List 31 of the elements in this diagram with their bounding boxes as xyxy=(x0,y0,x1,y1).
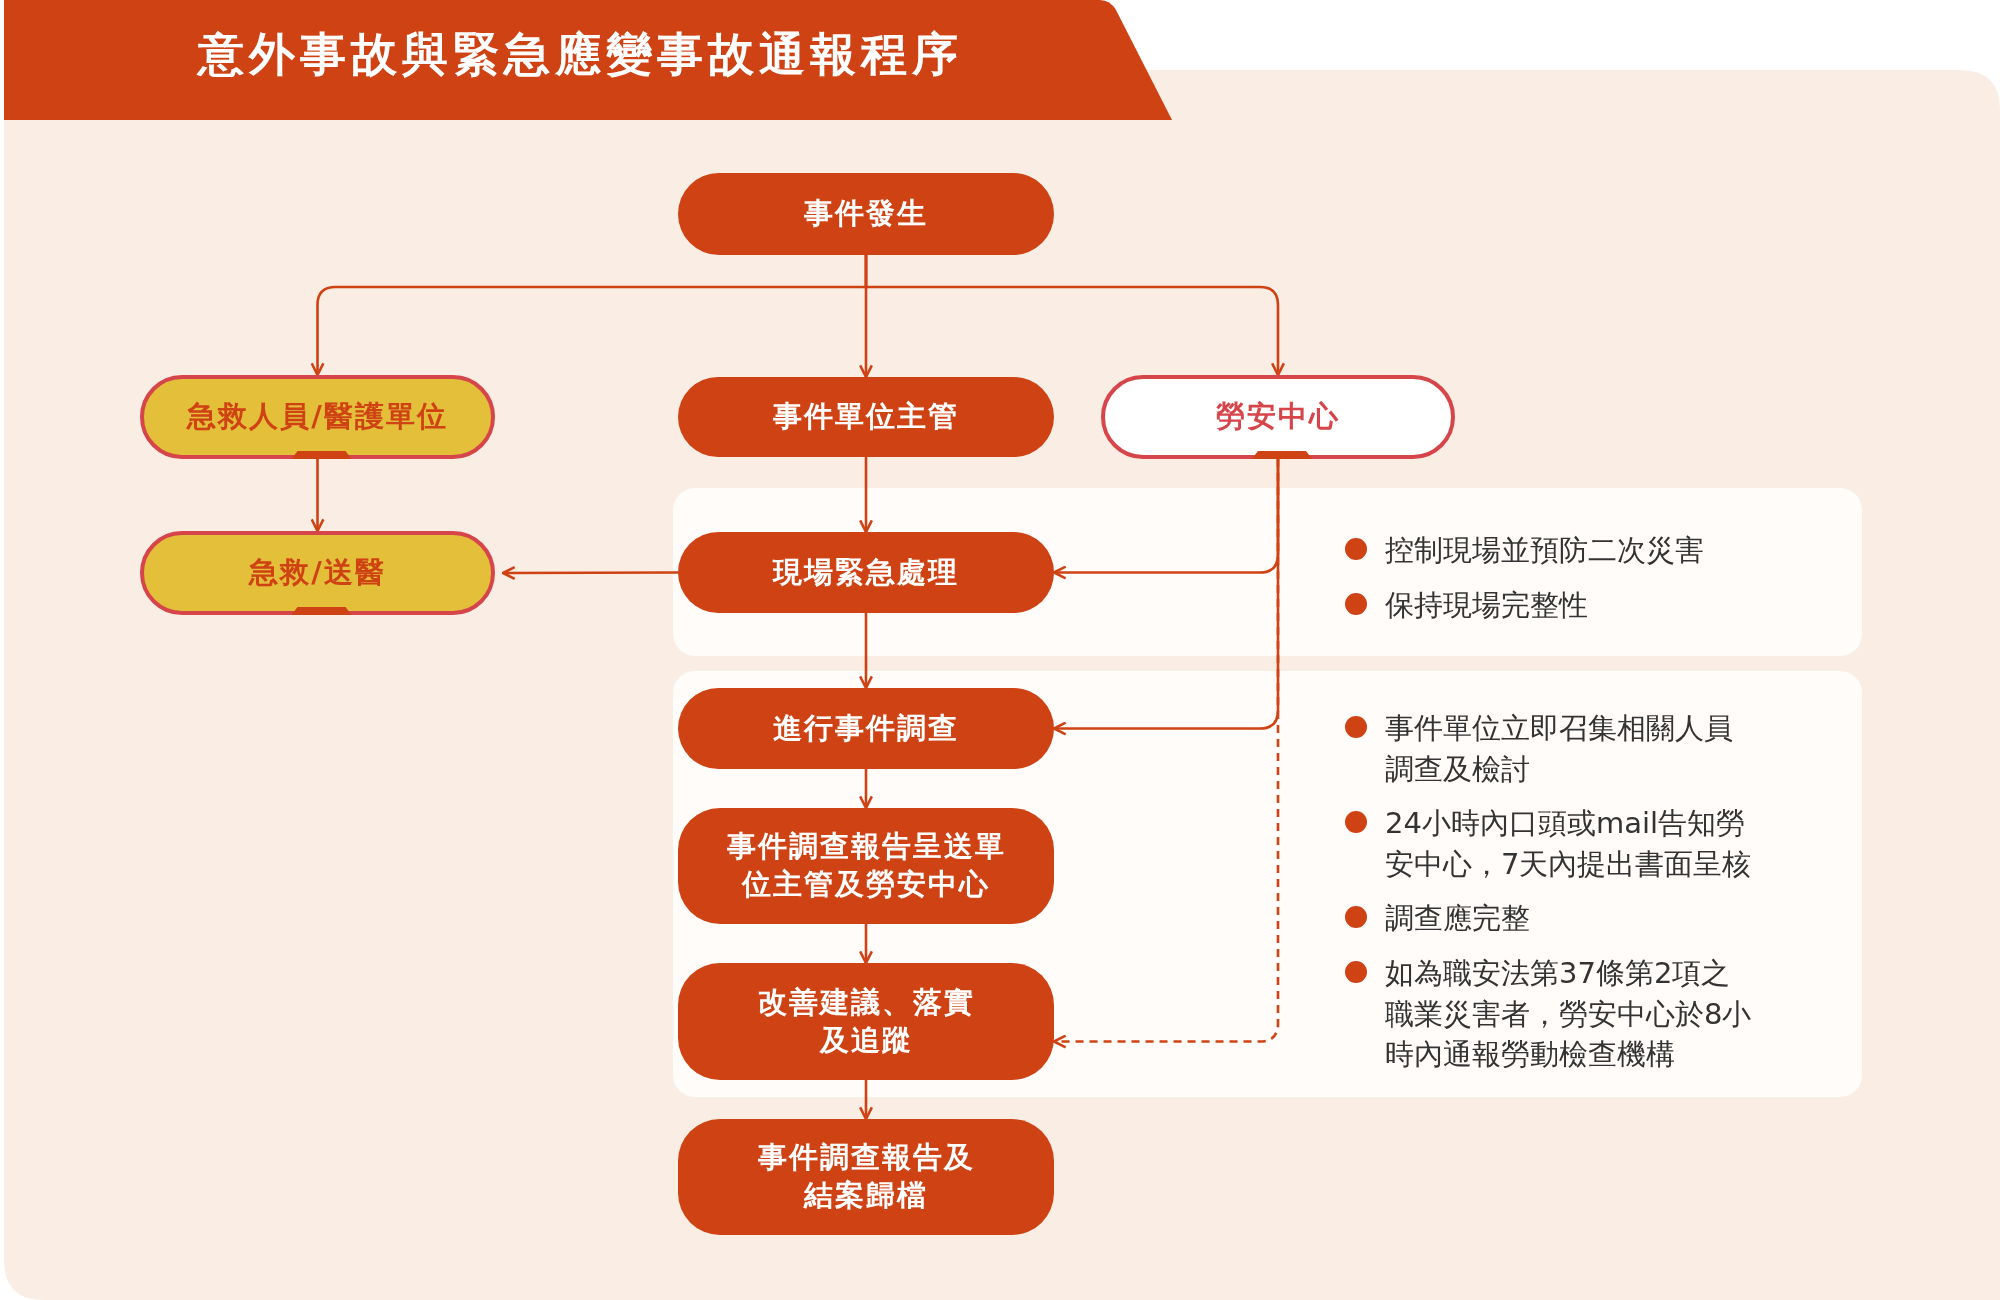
node-label: 事件發生 xyxy=(804,195,928,233)
arrow xyxy=(858,924,874,965)
arrow xyxy=(858,613,874,690)
bullet-text: 如為職安法第37條第2項之職業災害者，勞安中心於8小時內通報勞動檢查機構 xyxy=(1385,954,1753,1074)
node-label: 進行事件調查 xyxy=(773,709,959,747)
node-label: 事件調查報告及結案歸檔 xyxy=(756,1139,976,1214)
arrow xyxy=(858,457,874,534)
panel-background xyxy=(673,671,1862,1097)
arrow xyxy=(501,565,678,581)
node-label: 急救人員/醫護單位 xyxy=(187,398,448,436)
arrow xyxy=(864,255,1286,377)
bullet-text: 24小時內口頭或mail告知勞安中心，7天內提出書面呈核 xyxy=(1385,805,1753,883)
bullet-text: 控制現場並預防二次災害 xyxy=(1385,532,1704,569)
node-label: 勞安中心 xyxy=(1216,398,1340,436)
process-box xyxy=(678,808,1054,924)
node-label: 現場緊急處理 xyxy=(773,553,959,591)
node-label: 急救/送醫 xyxy=(249,554,386,592)
arrow xyxy=(858,1080,874,1121)
node-label: 事件調查報告呈送單位主管及勞安中心 xyxy=(725,828,1007,903)
bullet-text: 保持現場完整性 xyxy=(1385,586,1588,624)
title: 意外事故與緊急應變事故通報程序 xyxy=(198,26,963,83)
arrow xyxy=(310,459,325,533)
bullet-text: 調查應完整 xyxy=(1385,900,1530,938)
process-box xyxy=(678,963,1054,1080)
arrow xyxy=(858,769,874,810)
arrow xyxy=(1052,459,1280,1049)
panel-background xyxy=(673,488,1862,656)
node-label: 事件單位主管 xyxy=(773,398,959,436)
node-label: 改善建議、落實及追蹤 xyxy=(756,983,976,1059)
process-box xyxy=(678,1119,1054,1235)
bullet-text: 事件單位立即召集相關人員調查及檢討 xyxy=(1385,710,1734,788)
